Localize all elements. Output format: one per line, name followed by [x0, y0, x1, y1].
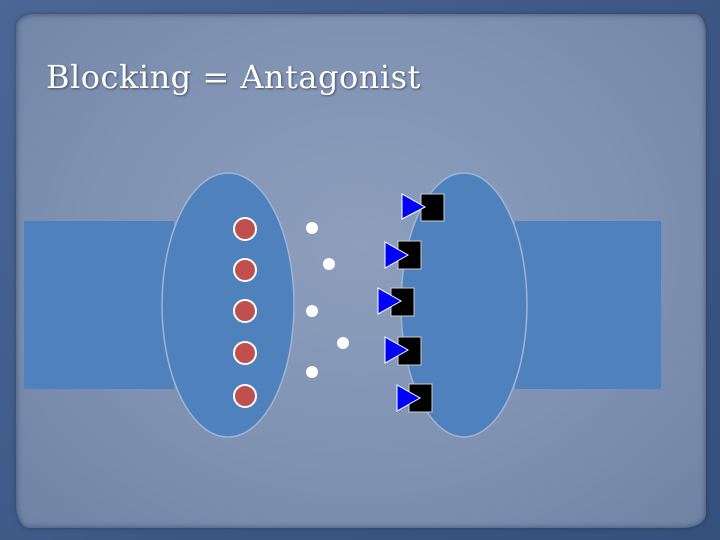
antagonist-molecule: [384, 336, 410, 364]
released-molecule: [306, 366, 318, 378]
slide-title: Blocking = Antagonist: [46, 58, 421, 96]
neurotransmitter-vesicle: [233, 384, 257, 408]
postsynaptic-dendrite: [515, 221, 661, 389]
antagonist-molecule: [377, 287, 403, 315]
released-molecule-group: [306, 222, 349, 378]
released-molecule: [323, 258, 335, 270]
released-molecule: [306, 305, 318, 317]
released-molecule: [337, 337, 349, 349]
presynaptic-terminal: [161, 172, 295, 438]
antagonist-molecule: [401, 193, 427, 220]
neurotransmitter-group: [233, 217, 257, 408]
neurotransmitter-vesicle: [233, 258, 257, 282]
neurotransmitter-vesicle: [233, 299, 257, 323]
antagonist-molecule: [384, 241, 410, 269]
antagonist-group: [377, 193, 427, 412]
released-molecule: [306, 222, 318, 234]
presynaptic-axon: [24, 221, 174, 389]
neurotransmitter-vesicle: [233, 217, 257, 241]
postsynaptic-neuron: [400, 172, 661, 438]
presynaptic-neuron: [24, 172, 295, 438]
antagonist-molecule: [396, 384, 422, 412]
neurotransmitter-vesicle: [233, 341, 257, 365]
